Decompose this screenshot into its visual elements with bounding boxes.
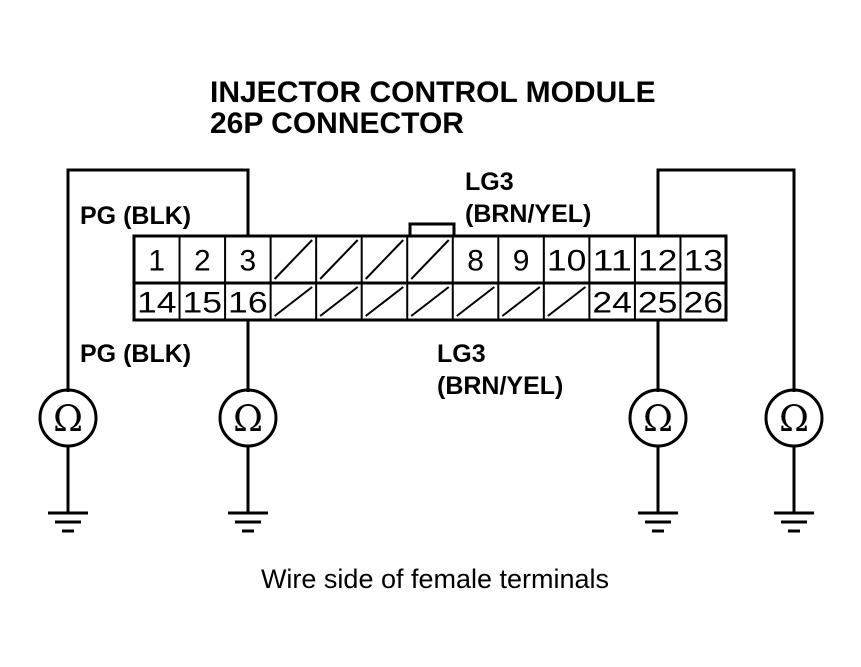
- pin-24: 24: [592, 287, 632, 320]
- pin-3: 3: [240, 245, 257, 278]
- ground-icon: [774, 511, 814, 533]
- ohmmeter-lg3-pin25: Ω: [628, 388, 688, 533]
- empty-cavity-slash: [319, 239, 359, 280]
- wire-lg3-pin12: [656, 168, 796, 392]
- empty-cavity-slash: [274, 286, 313, 317]
- pin-9: 9: [513, 245, 530, 278]
- ohm-symbol-icon: Ω: [53, 399, 83, 440]
- empty-cavity-slash: [319, 286, 359, 317]
- lg3-label-top-line1: LG3: [465, 168, 514, 196]
- pin-16: 16: [228, 287, 268, 320]
- pg-blk-label-top: PG (BLK): [80, 202, 191, 230]
- wires: [66, 168, 796, 392]
- lg3-label-bottom-line2: (BRN/YEL): [437, 372, 563, 400]
- ohmmeter-pg-pin3: Ω: [38, 388, 98, 533]
- ground-icon: [638, 511, 678, 533]
- ground-icon: [48, 511, 88, 533]
- pin-2: 2: [194, 245, 211, 278]
- empty-cavity-slash: [547, 286, 586, 317]
- ohmmeter-lg3-pin12: Ω: [764, 388, 824, 533]
- ohm-symbol-icon: Ω: [643, 399, 673, 440]
- empty-cavity-slash: [410, 286, 450, 317]
- ground-icon: [228, 511, 268, 533]
- pin-13: 13: [683, 245, 723, 278]
- lg3-label-bottom-line1: LG3: [437, 340, 486, 368]
- pin-10: 10: [547, 245, 587, 278]
- lg3-label-top-line2: (BRN/YEL): [465, 200, 591, 228]
- pin-14: 14: [137, 287, 177, 320]
- empty-cavity-slash: [410, 239, 450, 280]
- caption: Wire side of female terminals: [261, 564, 609, 594]
- pin-15: 15: [183, 287, 223, 320]
- pin-12: 12: [638, 245, 678, 278]
- pin-8: 8: [467, 245, 484, 278]
- ohm-symbol-icon: Ω: [779, 399, 809, 440]
- empty-cavity-slash: [456, 286, 495, 317]
- empty-cavity-slash: [273, 239, 313, 280]
- empty-cavity-slash: [365, 286, 404, 317]
- connector-lock-tab: [408, 222, 456, 237]
- wire-pg-pin3: [66, 168, 250, 392]
- empty-cavity-slash: [364, 239, 404, 280]
- diagram-title-line1: INJECTOR CONTROL MODULE: [210, 76, 656, 109]
- pg-blk-label-bottom: PG (BLK): [80, 340, 191, 368]
- pin-11: 11: [592, 245, 632, 278]
- ohmmeter-pg-pin16: Ω: [218, 388, 278, 533]
- pin-26: 26: [683, 287, 723, 320]
- empty-cavity-slash: [501, 286, 541, 317]
- pin-1: 1: [148, 245, 165, 278]
- pin-25: 25: [638, 287, 678, 320]
- connector-outline: [132, 234, 728, 322]
- diagram-title-line2: 26P CONNECTOR: [210, 107, 464, 140]
- ohm-symbol-icon: Ω: [233, 399, 263, 440]
